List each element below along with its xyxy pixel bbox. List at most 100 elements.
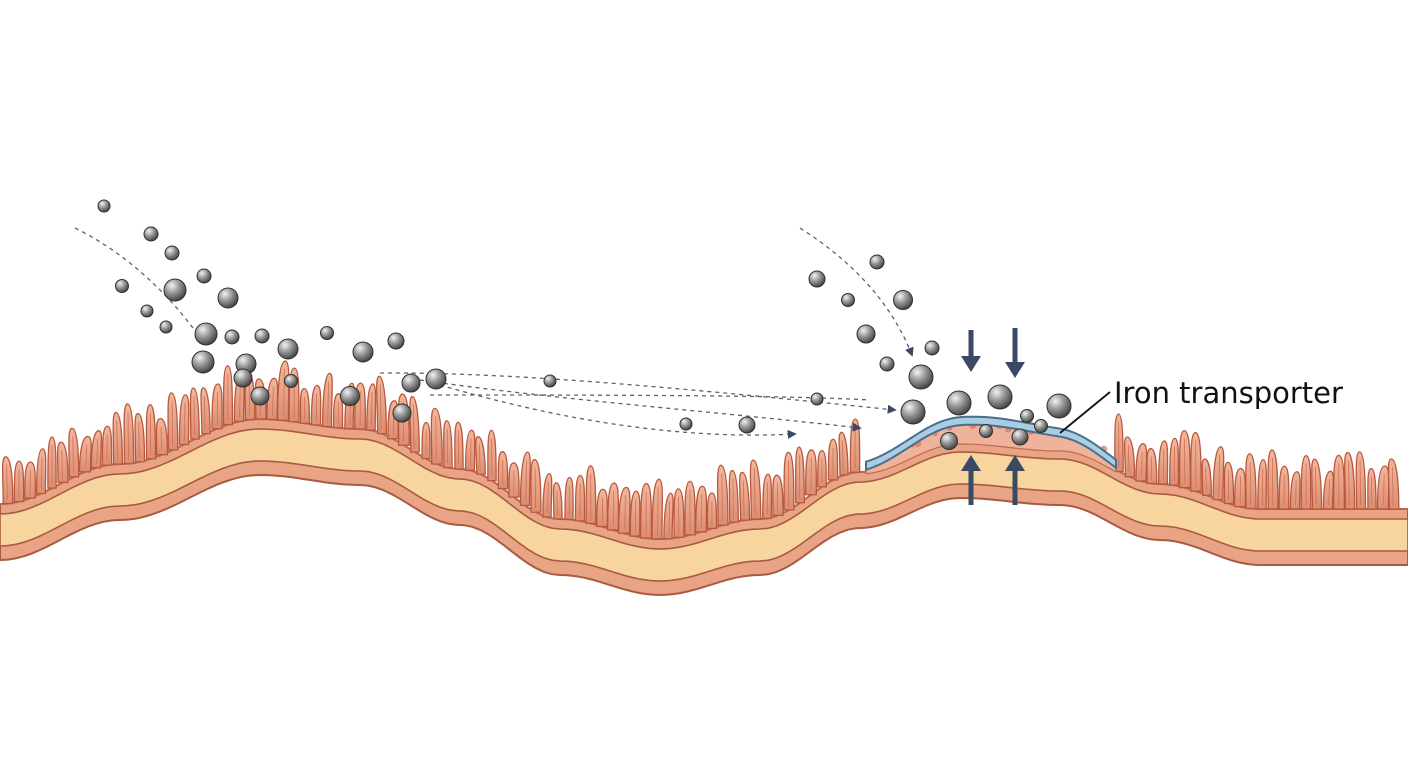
villus — [155, 418, 169, 456]
villus-vessel — [41, 456, 43, 490]
villus-vessel — [556, 490, 558, 515]
transporter-region — [865, 415, 1117, 475]
iron-particle-icon — [340, 386, 360, 406]
iron-particle-icon — [320, 326, 334, 340]
villus-vessel — [412, 404, 415, 449]
iron-particle-icon — [1034, 419, 1048, 433]
villus-vessel — [203, 395, 206, 430]
callout-leader-line — [1059, 391, 1111, 434]
villus — [112, 411, 124, 465]
villus — [376, 375, 388, 435]
iron-particle-icon — [869, 254, 885, 270]
villus — [443, 420, 453, 469]
iron-particle-icon — [277, 338, 299, 360]
villus-vessel — [379, 384, 382, 430]
iron-particle-icon — [401, 373, 421, 393]
villus-vessel — [721, 473, 723, 522]
villus-vessel — [525, 460, 527, 502]
villus-vessel — [435, 416, 437, 461]
iron-particle-icon — [97, 199, 111, 213]
iron-particle-icon — [738, 416, 756, 434]
villus — [1212, 446, 1225, 501]
villus — [728, 469, 739, 523]
iron-particle-icon — [841, 293, 855, 307]
trajectory-path — [74, 227, 206, 346]
villus — [321, 372, 333, 428]
iron-particle-icon — [1011, 428, 1029, 446]
villus-vessel — [842, 440, 844, 471]
iron-particle-icon — [979, 424, 993, 438]
villus-vessel — [1391, 467, 1394, 506]
villus — [1157, 440, 1169, 485]
villus — [68, 427, 80, 478]
villus — [1344, 451, 1356, 510]
villus — [56, 441, 69, 484]
iron-particle-icon — [163, 278, 187, 302]
villus — [90, 430, 103, 469]
villus-vessel — [478, 444, 481, 471]
villus — [430, 407, 443, 465]
trajectory-path — [439, 384, 797, 439]
villus-vessel — [657, 487, 659, 535]
submucosa-layer — [0, 428, 1408, 582]
villus — [542, 472, 553, 518]
iron-particle-icon — [987, 384, 1013, 410]
villus — [1355, 451, 1367, 510]
iron-particle-icon — [940, 432, 958, 450]
iron-particle-icon — [233, 368, 253, 388]
villus-vessel — [61, 450, 63, 479]
villus — [35, 448, 47, 495]
iron-particle-icon — [679, 417, 693, 431]
iron-particle-icon — [879, 356, 895, 372]
villus — [1, 456, 14, 505]
villus — [762, 473, 773, 520]
villus — [838, 431, 849, 476]
villus — [1123, 436, 1136, 478]
iron-particle-icon — [856, 324, 876, 344]
iron-transporter-label: Iron transporter — [1114, 376, 1343, 410]
villus — [530, 458, 542, 513]
villus — [716, 464, 729, 526]
iron-particle-icon — [392, 403, 412, 423]
villus — [1311, 458, 1323, 510]
villus — [167, 392, 179, 451]
villus-vessel — [732, 478, 734, 519]
villus — [409, 395, 420, 453]
arrow-down-icon — [1005, 328, 1025, 378]
villus — [1257, 459, 1268, 510]
iron-particle-icon — [924, 340, 940, 356]
iron-particle-icon — [143, 226, 159, 242]
villus-vessel — [1218, 454, 1221, 496]
villus — [1146, 448, 1158, 485]
villus — [1376, 465, 1390, 510]
villus — [663, 492, 674, 540]
villus — [695, 485, 708, 533]
villus — [749, 459, 762, 520]
villus-vessel — [1348, 460, 1350, 506]
iron-particle-icon — [140, 304, 154, 318]
arrow-down-icon — [961, 330, 981, 372]
villus-vessel — [6, 464, 8, 500]
iron-particle-icon — [224, 329, 240, 345]
villus — [200, 387, 211, 435]
particle-paths — [74, 227, 914, 439]
villus — [617, 486, 631, 534]
villus-vessel — [753, 468, 756, 516]
iron-particles — [97, 199, 1072, 450]
villus-vessel — [239, 382, 241, 418]
villus — [1135, 443, 1148, 482]
villus — [310, 384, 322, 426]
villus — [189, 387, 200, 440]
iron-particle-icon — [908, 364, 934, 390]
iron-particle-icon — [893, 290, 913, 310]
villus — [1223, 461, 1235, 505]
villus — [772, 474, 784, 516]
iron-particle-icon — [810, 392, 824, 406]
villus — [1289, 471, 1301, 510]
villus — [134, 412, 146, 463]
villus — [1387, 458, 1400, 510]
villus-vessel — [1315, 467, 1317, 506]
villus-vessel — [668, 501, 671, 535]
villus-vessel — [283, 369, 285, 417]
